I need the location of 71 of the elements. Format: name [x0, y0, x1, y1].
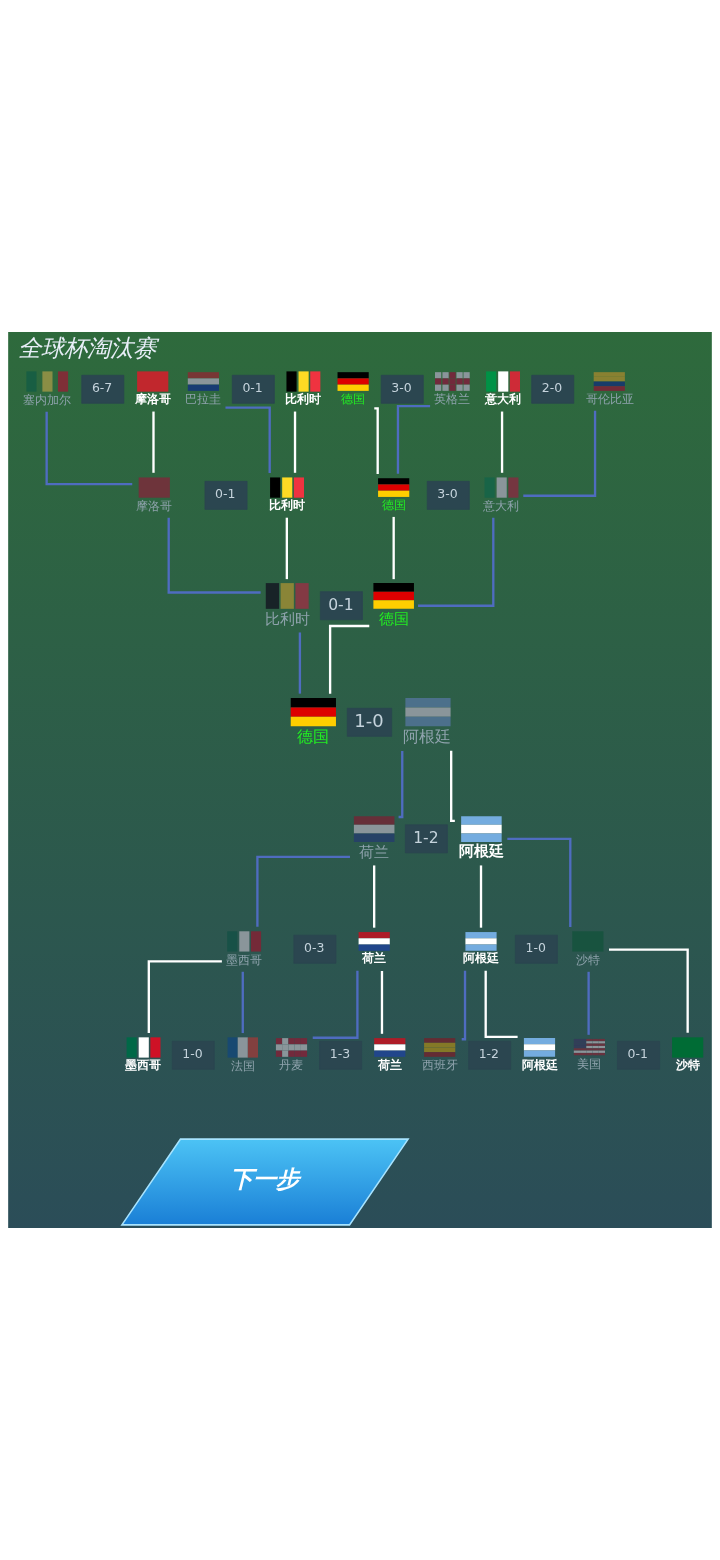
connector: [418, 517, 495, 607]
connector: [293, 411, 297, 473]
node-label: 阿根廷: [521, 1057, 558, 1072]
connector: [167, 517, 261, 594]
node-label: 比利时: [265, 609, 310, 627]
connector: [500, 411, 504, 473]
connector: [241, 971, 244, 1034]
connector: [587, 971, 590, 1035]
node-box: 3-0: [380, 374, 424, 404]
node-label: 阿根廷: [403, 727, 452, 747]
node-label: 比利时: [268, 498, 305, 513]
node-box: [672, 1037, 704, 1058]
connector: [225, 406, 271, 473]
connector: [152, 411, 155, 473]
node-box: 6-7: [81, 374, 125, 404]
node-box: 1-3: [319, 1040, 363, 1070]
connector: [328, 624, 370, 694]
connector: [312, 970, 359, 1039]
node-label: 美国: [577, 1056, 602, 1071]
connector: [484, 970, 518, 1039]
node-label: 德国: [341, 392, 366, 407]
connector: [479, 865, 483, 928]
node-label: 摩洛哥: [136, 499, 173, 514]
node-label: 墨西哥: [226, 953, 263, 968]
connector: [45, 411, 133, 486]
node-label: 沙特: [575, 953, 600, 968]
connector: [373, 865, 376, 928]
node-label: 意大利: [484, 392, 521, 407]
node-label: 塞内加尔: [23, 393, 72, 408]
connector: [461, 970, 467, 1041]
node-label: 法国: [230, 1059, 255, 1074]
node-label: 丹麦: [279, 1058, 304, 1073]
connector: [256, 855, 350, 927]
connector: [380, 971, 384, 1034]
node-label: 巴拉圭: [185, 392, 222, 407]
node-label: 比利时: [285, 392, 322, 407]
node-box: [137, 371, 169, 392]
node-label: 阿根廷: [459, 842, 505, 860]
node-label: 西班牙: [421, 1058, 458, 1073]
connector: [298, 632, 302, 694]
connector: [396, 404, 431, 474]
node-box: 0-1: [320, 591, 363, 621]
node-label: 意大利: [483, 499, 520, 514]
node-label: 德国: [296, 727, 329, 747]
connector: [285, 517, 288, 580]
node-label: 荷兰: [362, 951, 387, 966]
node-box: 1-0: [346, 707, 393, 737]
connector: [392, 516, 395, 580]
node-label: 沙特: [675, 1058, 700, 1073]
node-label: 摩洛哥: [134, 392, 171, 407]
node-box: [138, 477, 170, 498]
node-label: 阿根廷: [463, 951, 500, 966]
node-label: 荷兰: [359, 842, 390, 860]
node-label: 德国: [381, 498, 406, 513]
connector: [450, 750, 455, 823]
node-label: 墨西哥: [125, 1058, 162, 1073]
connector: [147, 960, 222, 1033]
connector: [523, 410, 597, 497]
node-box: 2-0: [531, 374, 575, 404]
connector: [398, 751, 404, 819]
node-box: 0-1: [231, 374, 275, 404]
node-box: 3-0: [426, 480, 470, 510]
node-box: 1-2: [468, 1040, 512, 1070]
node-label: 荷兰: [377, 1057, 402, 1072]
node-label: 英格兰: [434, 392, 471, 407]
node-label: 德国: [378, 609, 409, 627]
connector: [374, 407, 379, 474]
node-label: 哥伦比亚: [585, 392, 634, 407]
node-box: 0-1: [204, 480, 248, 510]
connector: [609, 948, 689, 1033]
connector: [507, 837, 572, 927]
